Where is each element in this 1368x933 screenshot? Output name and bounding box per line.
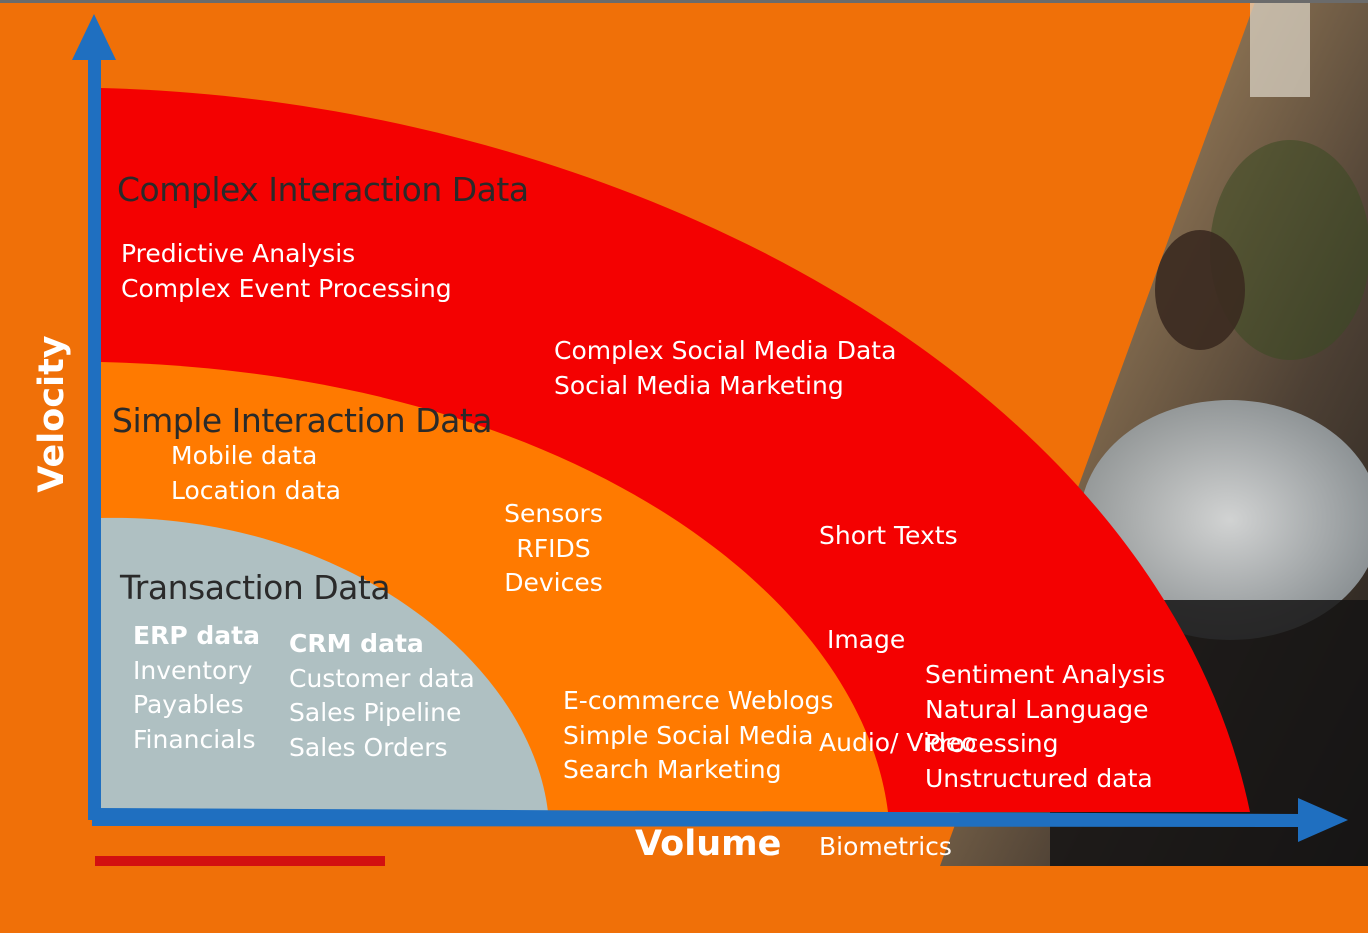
list-item: Processing — [925, 729, 1059, 758]
list-item: Predictive Analysis — [121, 239, 356, 268]
list-item: Complex Event Processing — [121, 273, 452, 303]
list-item: Devices — [504, 568, 603, 597]
simple-items: Mobile data Location data — [171, 439, 341, 508]
top-border — [0, 0, 1368, 3]
media-items: Short Texts Image Audio/ Video Biometric… — [819, 450, 976, 933]
list-item: Location data — [171, 475, 341, 505]
diagram-graphics — [72, 2, 1368, 866]
erp-items: ERP data Inventory Payables Financials — [133, 619, 260, 757]
list-item: Sensors — [504, 499, 603, 528]
sentiment-items: Sentiment Analysis Natural Language Proc… — [925, 658, 1165, 796]
simple-interaction-title: Simple Interaction Data — [112, 401, 493, 440]
social-media-items: Complex Social Media Data Social Media M… — [554, 334, 896, 403]
list-item: Natural Language — [925, 694, 1149, 724]
list-item: Audio/ Video — [819, 728, 977, 757]
photo-window — [1250, 2, 1310, 97]
volume-axis — [92, 798, 1348, 842]
velocity-axis-label: Velocity — [32, 335, 72, 493]
crm-heading: CRM data — [289, 629, 424, 658]
erp-heading: ERP data — [133, 621, 260, 650]
volume-axis-label: Volume — [635, 824, 782, 864]
ecommerce-items: E-commerce Weblogs Simple Social Media S… — [563, 684, 833, 788]
photo-plant — [1210, 140, 1368, 360]
transaction-title: Transaction Data — [120, 568, 391, 607]
list-item: Inventory — [133, 655, 253, 685]
list-item: Customer data — [289, 663, 475, 693]
complex-interaction-title: Complex Interaction Data — [117, 170, 529, 209]
sensors-items: Sensors RFIDS Devices — [496, 497, 611, 601]
list-item: RFIDS — [516, 533, 591, 563]
list-item: Sales Orders — [289, 732, 448, 762]
complex-items: Predictive Analysis Complex Event Proces… — [121, 237, 452, 306]
list-item: Sales Pipeline — [289, 698, 462, 727]
list-item: Sentiment Analysis — [925, 660, 1166, 689]
list-item: E-commerce Weblogs — [563, 686, 834, 715]
list-item: Payables — [133, 690, 244, 719]
bottom-accent-bar — [95, 856, 385, 866]
transaction-zone — [100, 517, 548, 812]
list-item: Complex Social Media Data — [554, 336, 897, 365]
photo-person-shirt — [1080, 400, 1368, 640]
list-item: Social Media Marketing — [554, 370, 844, 400]
list-item: Simple Social Media — [563, 720, 814, 750]
list-item: Unstructured data — [925, 763, 1153, 793]
velocity-axis — [72, 14, 116, 820]
big-data-diagram: Velocity Volume Complex Interaction Data… — [0, 0, 1368, 866]
list-item: Mobile data — [171, 441, 318, 470]
list-item: Biometrics — [819, 831, 952, 861]
list-item: Search Marketing — [563, 755, 782, 784]
list-item: Financials — [133, 724, 256, 754]
photo-person-head — [1155, 230, 1245, 350]
list-item: Short Texts — [819, 521, 958, 550]
list-item: Image — [819, 624, 906, 654]
crm-items: CRM data Customer data Sales Pipeline Sa… — [289, 627, 475, 765]
